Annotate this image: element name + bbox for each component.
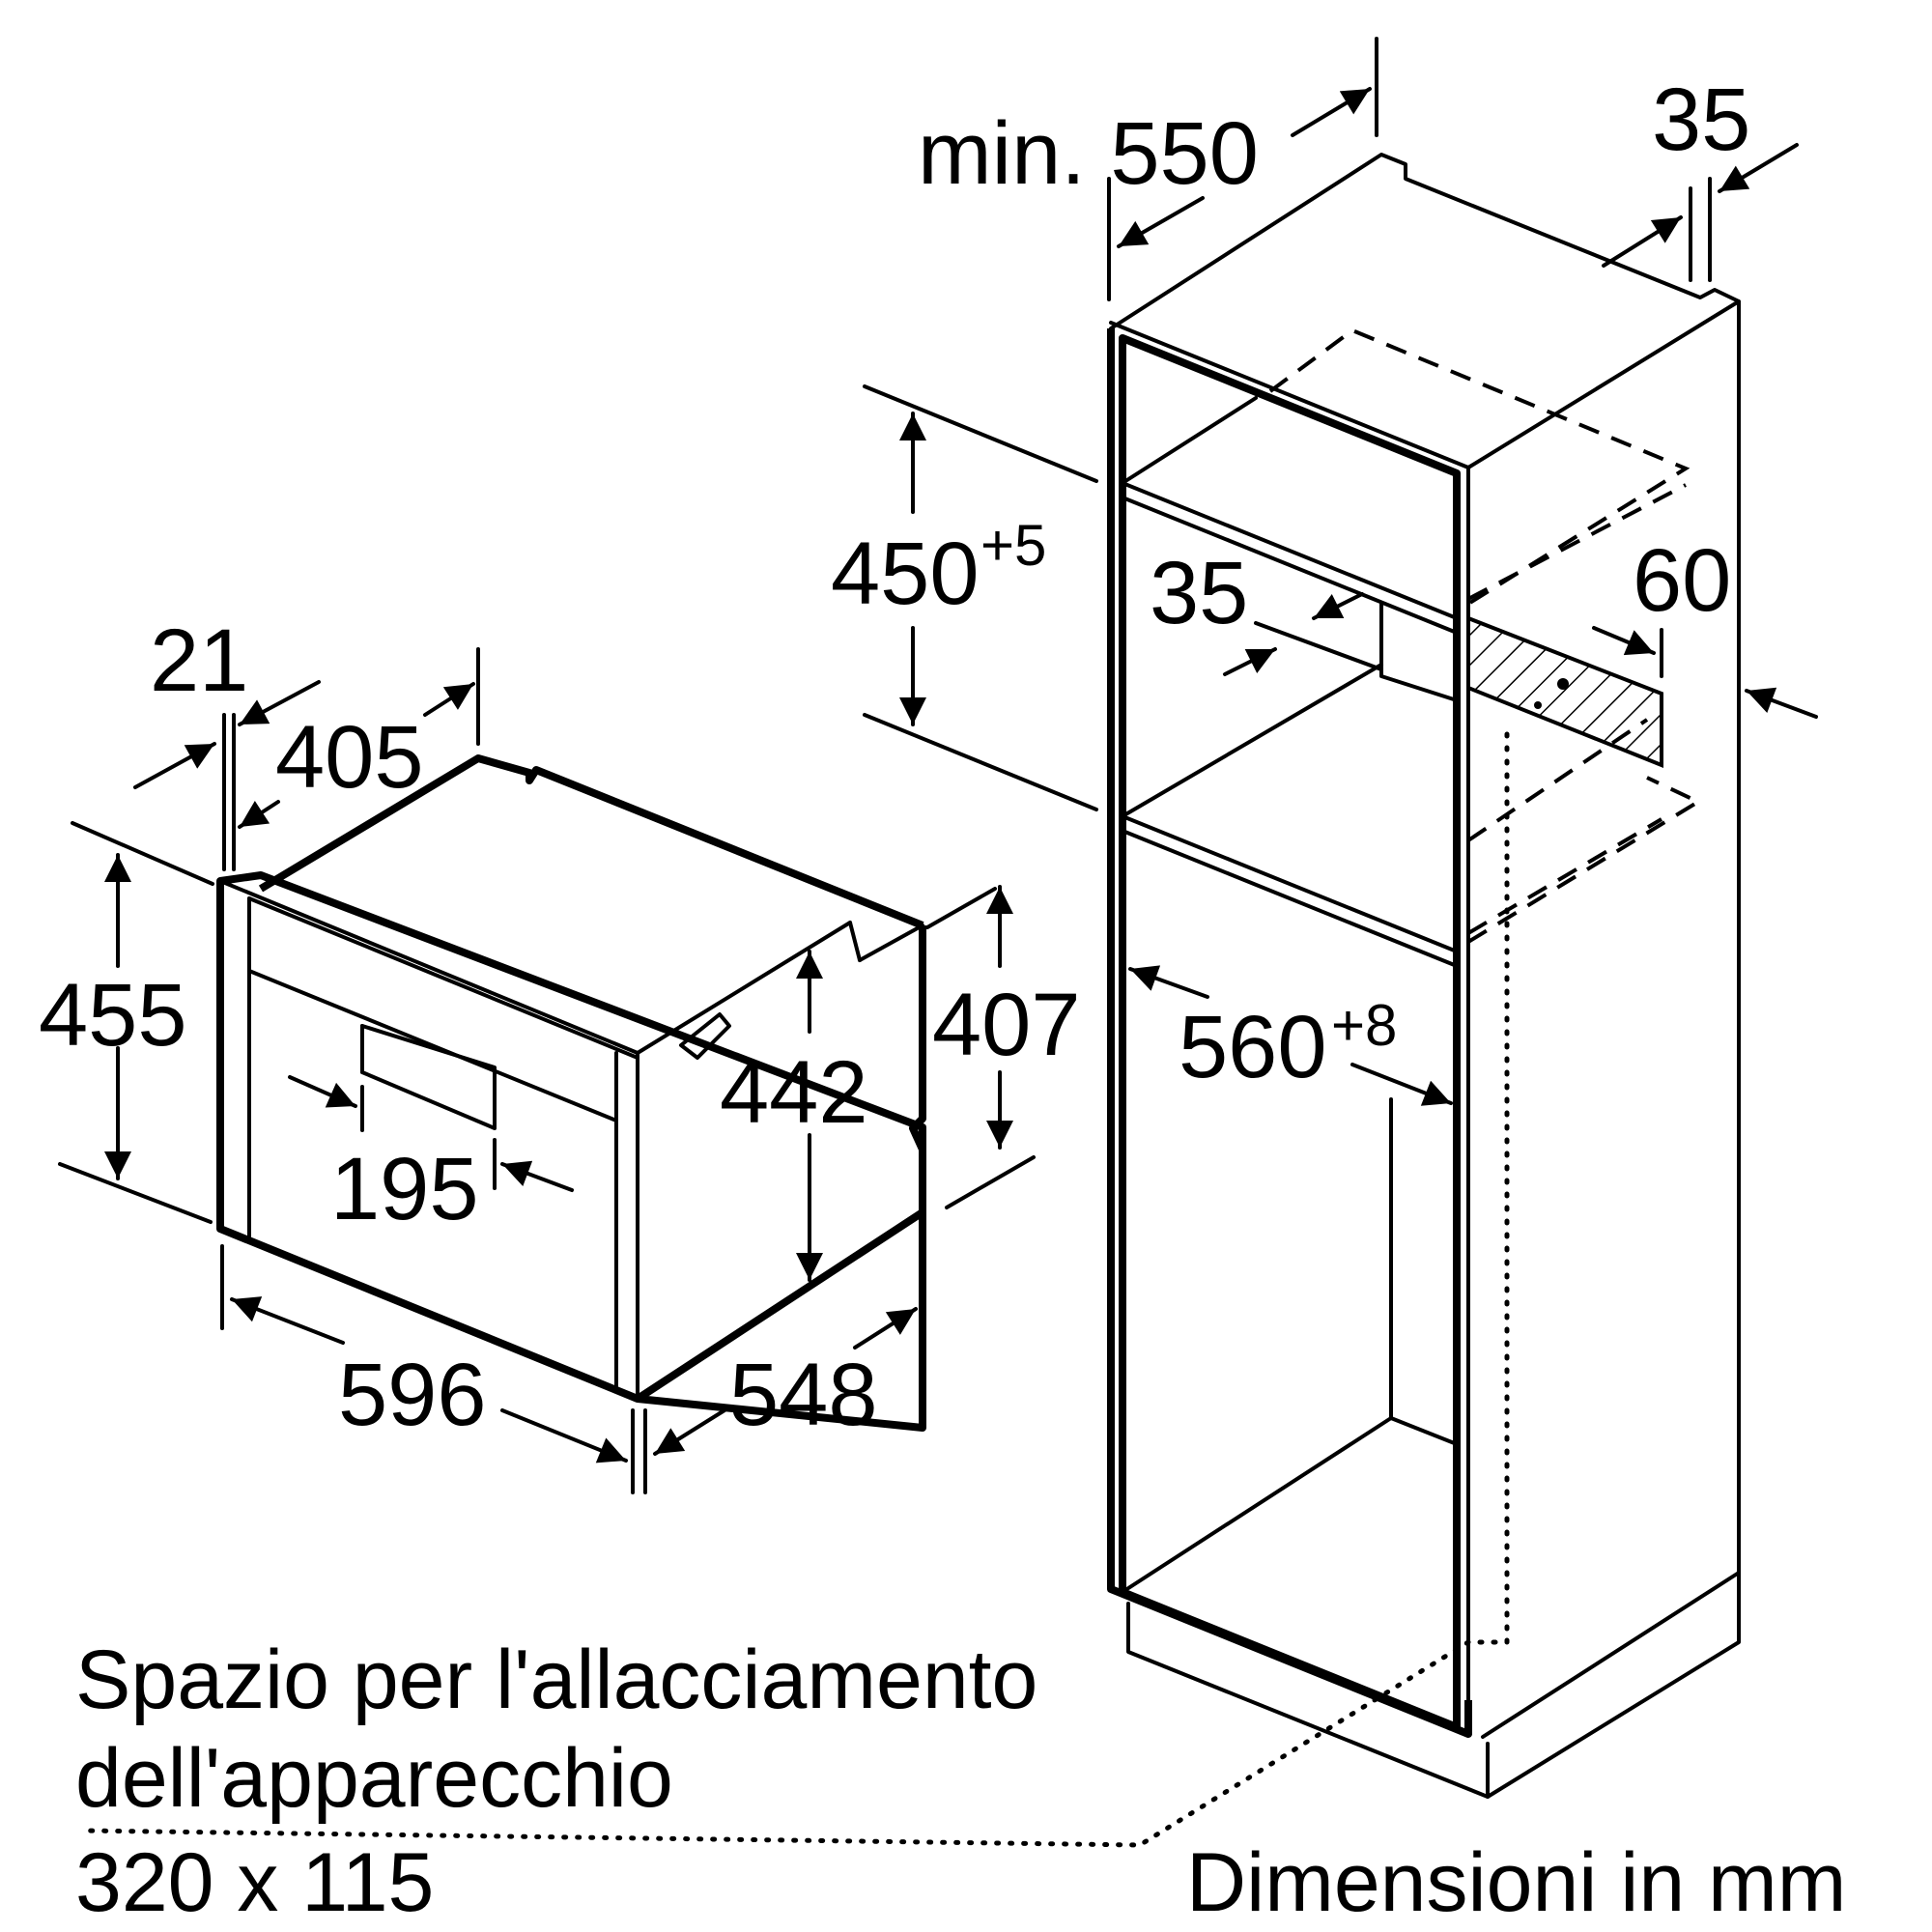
caption: Spazio per l'allacciamento dell'apparecc… xyxy=(75,1634,1846,1929)
oven-drawing xyxy=(216,754,926,1432)
caption-line-2: dell'apparecchio xyxy=(75,1732,673,1825)
dim-21: 21 xyxy=(150,611,248,710)
dim-405: 405 xyxy=(275,708,424,807)
units-label: Dimensioni in mm xyxy=(1186,1836,1846,1929)
dimension-lines xyxy=(58,37,1818,1494)
dim-niche-450-tolerance: +5 xyxy=(980,513,1046,578)
dim-niche-560-tolerance: +8 xyxy=(1331,993,1397,1058)
dim-min-550: min. 550 xyxy=(918,104,1259,203)
dim-top-35: 35 xyxy=(1652,71,1750,169)
dim-niche-450: 450 xyxy=(831,525,980,623)
caption-line-1: Spazio per l'allacciamento xyxy=(75,1634,1037,1726)
dim-596: 596 xyxy=(338,1346,487,1444)
dim-inner-35: 35 xyxy=(1150,544,1248,642)
dim-442: 442 xyxy=(720,1043,868,1142)
dim-niche-560: 560 xyxy=(1179,998,1327,1096)
caption-line-3: 320 x 115 xyxy=(75,1836,434,1929)
dim-455: 455 xyxy=(39,966,187,1065)
dim-548: 548 xyxy=(729,1346,878,1444)
dim-195: 195 xyxy=(330,1140,479,1238)
dim-vent-60: 60 xyxy=(1633,531,1731,630)
dimension-labels: min. 550 35 450 +5 35 60 560 +8 21 405 4… xyxy=(39,71,1750,1444)
dim-407: 407 xyxy=(932,976,1081,1074)
cabinet-drawing xyxy=(79,153,1741,1848)
